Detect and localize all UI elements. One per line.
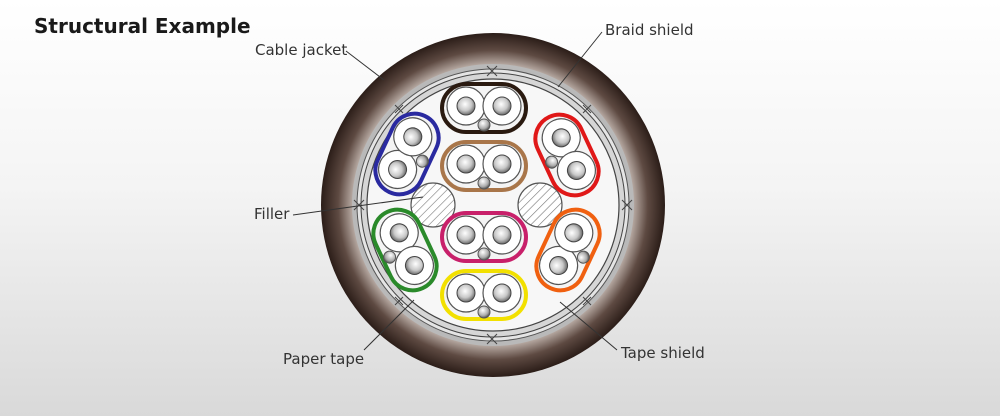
twisted-pair-orange: [534, 207, 602, 293]
twisted-pair-black: [440, 82, 528, 134]
filler: [517, 182, 563, 228]
leader-tape-shield: [559, 301, 618, 351]
twisted-pair-brown: [440, 140, 528, 192]
twisted-pair-green: [371, 207, 439, 293]
label-paper-tape: Paper tape: [283, 350, 365, 368]
label-braid-shield: Braid shield: [605, 21, 694, 39]
twisted-pairs: [371, 82, 602, 321]
leader-paper-tape: [363, 299, 415, 351]
twisted-pair-yellow: [440, 269, 528, 321]
twisted-pair-pink: [440, 211, 528, 263]
label-tape-shield: Tape shield: [621, 344, 705, 362]
leader-cable-jacket: [345, 50, 385, 81]
label-filler: Filler: [254, 205, 290, 223]
leader-filler: [292, 196, 424, 216]
leader-braid-shield: [557, 31, 603, 88]
label-cable-jacket: Cable jacket: [255, 41, 348, 59]
filler: [410, 182, 456, 228]
twisted-pair-blue: [373, 111, 441, 197]
page-title: Structural Example: [34, 14, 251, 38]
twisted-pair-red: [533, 112, 601, 198]
